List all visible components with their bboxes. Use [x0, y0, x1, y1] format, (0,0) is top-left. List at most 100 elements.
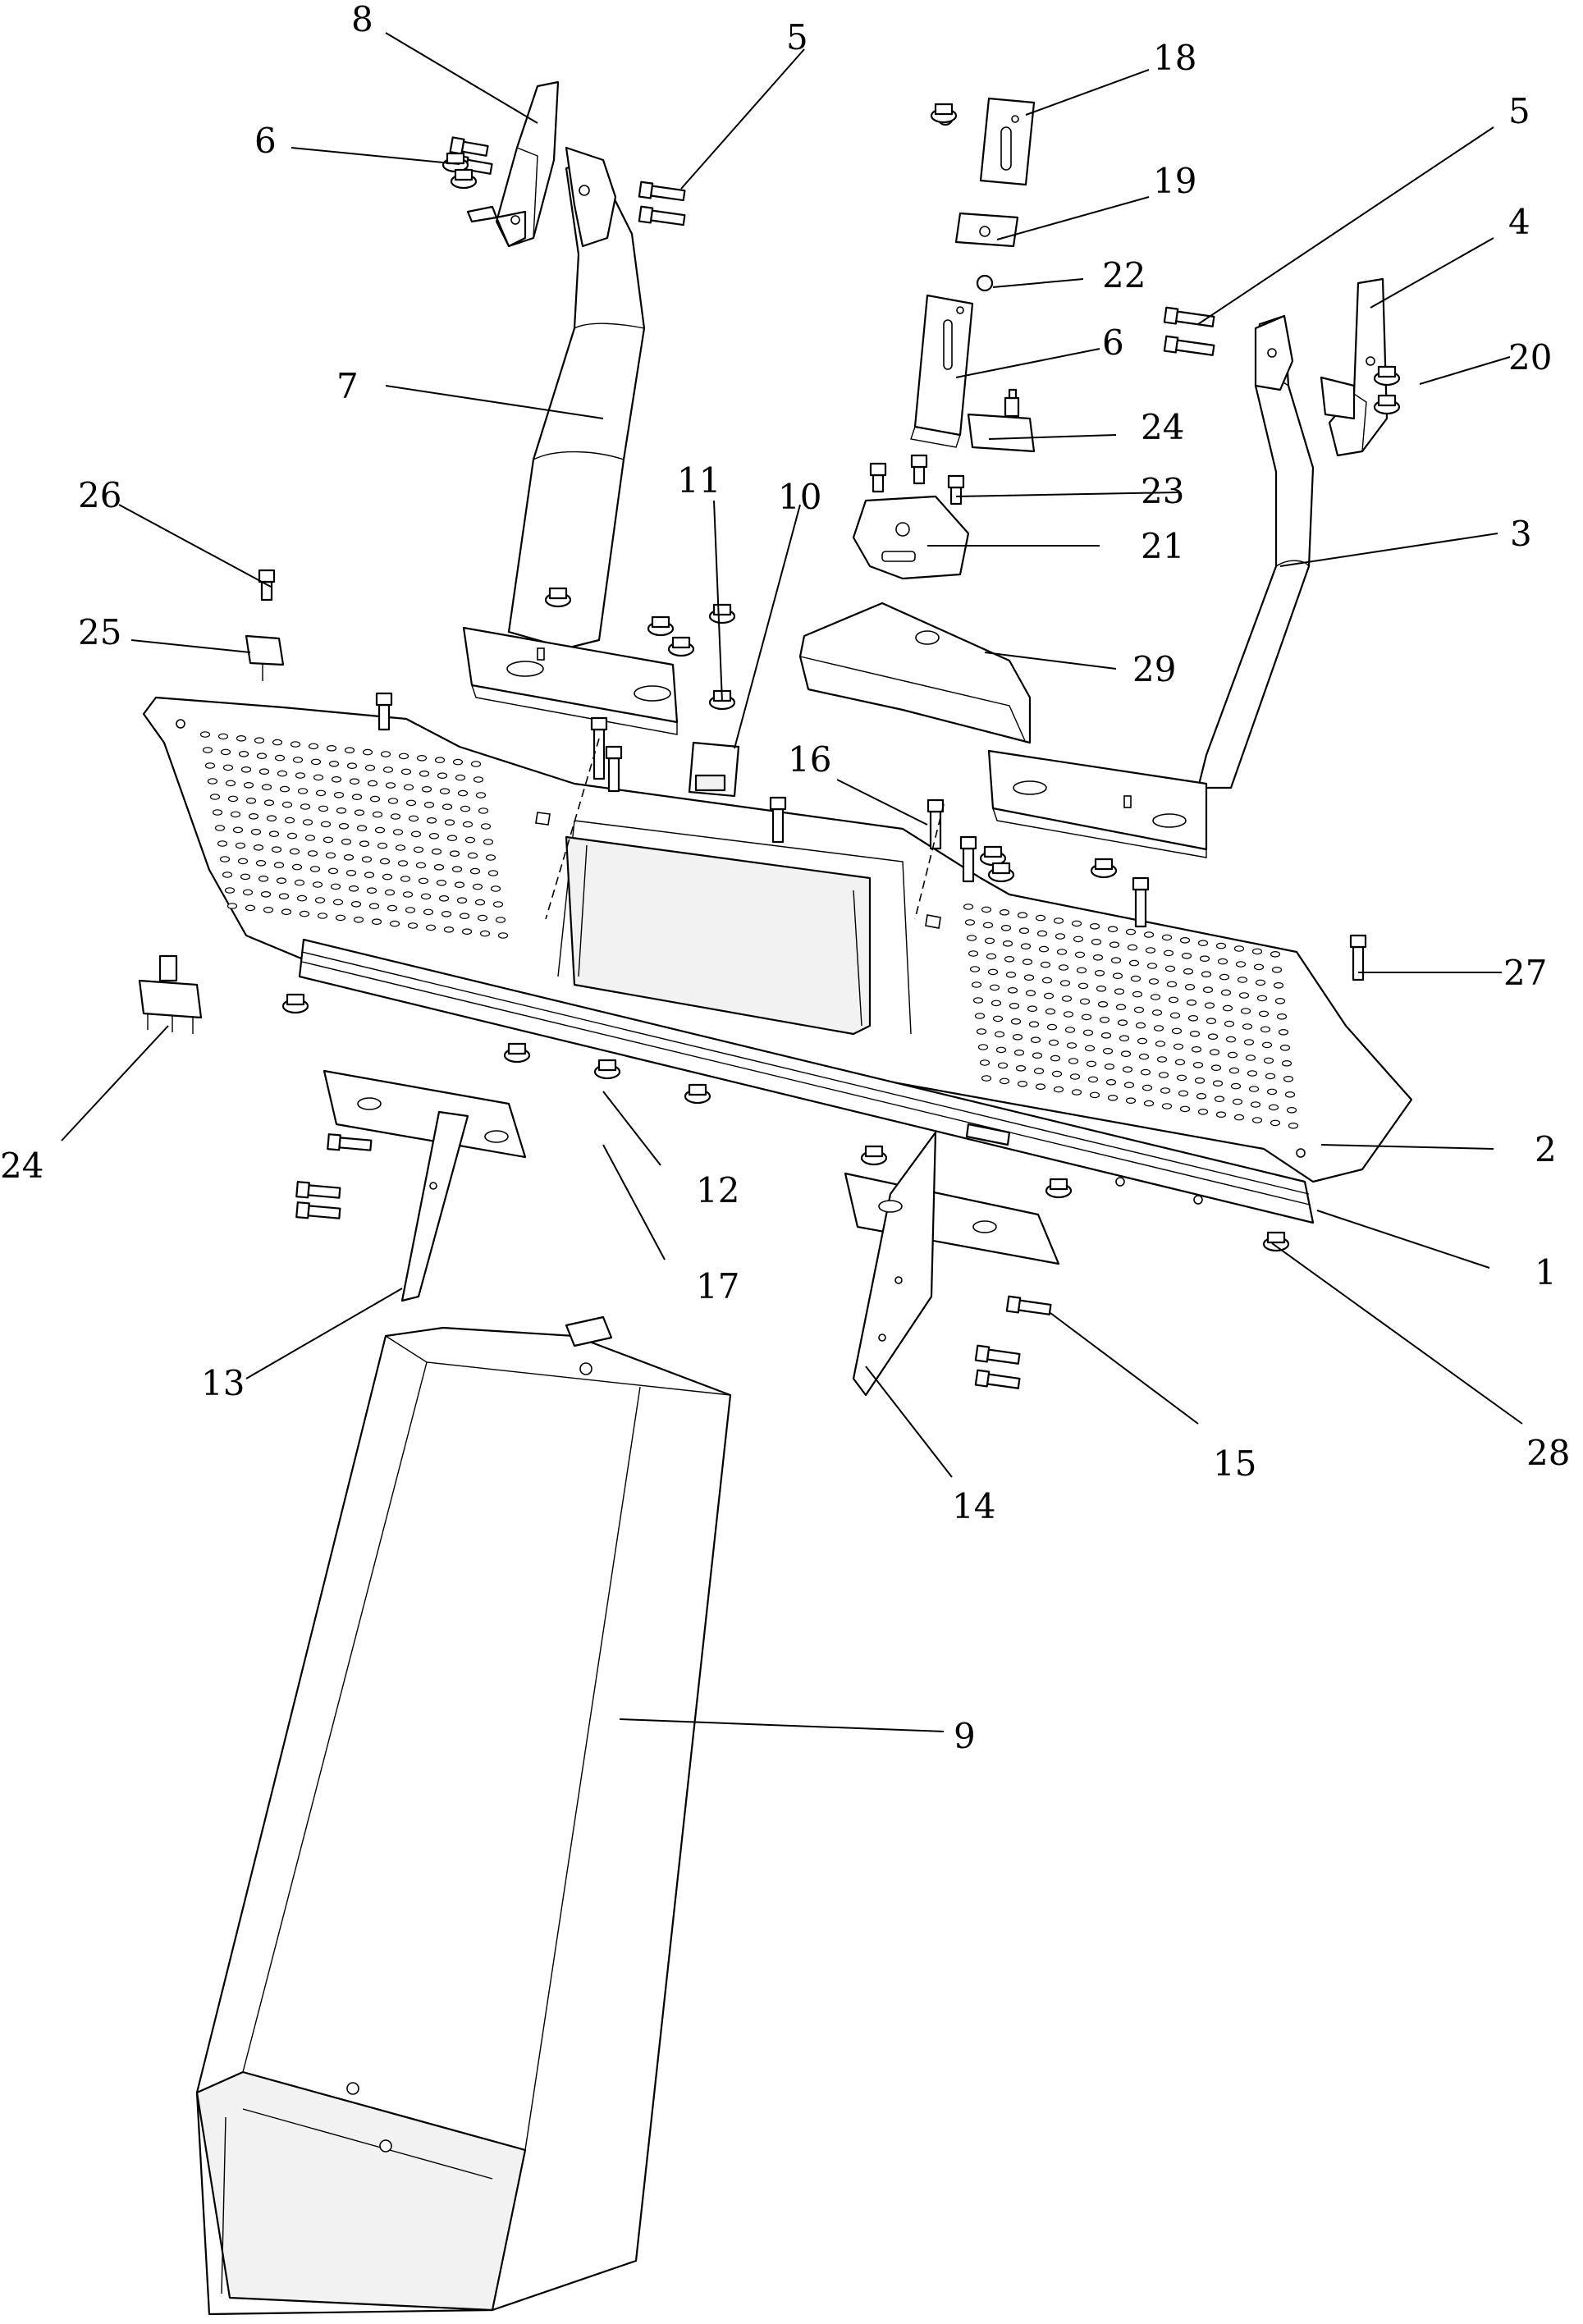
perforation-hole: [307, 850, 318, 857]
perforation-hole: [300, 803, 311, 810]
callout-27: 27: [1503, 953, 1547, 993]
callout-5: 5: [786, 17, 808, 57]
perforation-hole: [314, 897, 326, 904]
perforation-hole: [1232, 1098, 1243, 1105]
perforation-hole: [250, 828, 262, 835]
callout-9: 9: [954, 1716, 976, 1756]
perforation-hole: [1215, 942, 1227, 949]
perforation-hole: [209, 794, 221, 800]
callout-19: 19: [1153, 161, 1196, 201]
top-slide-plate: [979, 97, 1036, 186]
perforation-hole: [1092, 954, 1104, 961]
perforation-hole: [454, 881, 465, 889]
perforation-hole: [1212, 1080, 1224, 1087]
flange-nut: [1045, 1178, 1073, 1199]
perforation-hole: [299, 910, 310, 917]
perforation-hole: [1222, 1004, 1233, 1012]
bolt: [375, 692, 393, 731]
callout-3: 3: [1510, 514, 1532, 554]
perforation-hole: [1033, 1068, 1045, 1075]
left-leg-bracket: [323, 1069, 527, 1302]
perforation-hole: [492, 901, 504, 908]
perforation-hole: [1028, 1021, 1040, 1028]
perforation-hole: [281, 908, 292, 916]
callout-25: 25: [78, 612, 121, 652]
bolt: [869, 462, 887, 493]
perforation-hole: [1064, 1027, 1076, 1033]
perforation-hole: [1186, 1000, 1197, 1006]
perforation-hole: [274, 754, 286, 762]
perforation-hole: [999, 909, 1010, 916]
perforation-hole: [359, 840, 370, 848]
perforation-hole: [1068, 1058, 1079, 1064]
bolt: [769, 796, 787, 844]
perforation-hole: [350, 901, 362, 908]
perforation-hole: [1248, 1086, 1260, 1092]
perforation-hole: [279, 785, 291, 793]
bolt: [638, 181, 686, 202]
perforation-hole: [296, 894, 308, 902]
perforation-hole: [474, 899, 486, 906]
perforation-hole: [263, 907, 274, 913]
clip-part: [954, 212, 1019, 248]
perforation-hole: [1020, 943, 1032, 950]
callout-7: 7: [336, 366, 359, 406]
flange-nut: [684, 1083, 711, 1105]
flange-nut: [1090, 858, 1118, 879]
perforation-hole: [1013, 1050, 1025, 1056]
perforation-hole: [1219, 973, 1230, 981]
perforation-hole: [1163, 949, 1174, 957]
perforation-hole: [1166, 981, 1178, 988]
perforation-hole: [485, 854, 496, 861]
perforation-hole: [1250, 1101, 1261, 1108]
perforation-hole: [1079, 998, 1091, 1005]
perforation-hole: [277, 770, 288, 777]
perforation-hole: [243, 781, 254, 789]
bolt: [1163, 306, 1215, 327]
perforation-hole: [1119, 1035, 1130, 1042]
perforation-hole: [237, 858, 249, 865]
perforation-hole: [469, 867, 481, 875]
perforation-hole: [1061, 995, 1073, 1002]
perforation-hole: [1268, 1104, 1279, 1111]
perforation-hole: [204, 762, 216, 769]
perforation-hole: [423, 801, 435, 808]
perforation-hole: [1087, 1076, 1099, 1083]
flange-nut: [503, 1042, 531, 1064]
perforation-hole: [369, 795, 381, 803]
perforation-hole: [207, 778, 218, 785]
perforation-hole: [452, 758, 464, 766]
perforation-hole: [1189, 1031, 1201, 1037]
perforation-hole: [460, 805, 471, 812]
perforation-hole: [1260, 1026, 1271, 1033]
perforation-hole: [1235, 961, 1247, 968]
perforation-hole: [415, 862, 427, 869]
perforation-hole: [245, 797, 257, 804]
callout-10: 10: [778, 477, 821, 517]
callout-28: 28: [1526, 1433, 1570, 1473]
perforation-hole: [258, 876, 269, 882]
perforation-hole: [1102, 1048, 1114, 1054]
flange-nut: [708, 689, 736, 711]
perforation-hole: [964, 919, 976, 926]
callout-1: 1: [1535, 1252, 1557, 1292]
callout-15: 15: [1213, 1443, 1256, 1484]
perforation-hole: [461, 928, 473, 936]
perforation-hole: [1174, 1059, 1186, 1066]
perforation-hole: [1089, 1091, 1100, 1099]
perforation-hole: [1161, 1103, 1173, 1109]
perforation-hole: [1225, 1036, 1237, 1043]
cover-hood: [798, 602, 1032, 744]
callout-24: 24: [0, 1146, 43, 1186]
perforation-hole: [1076, 967, 1087, 974]
perforation-hole: [1240, 1008, 1251, 1014]
perforation-hole: [1091, 939, 1102, 945]
bolt: [974, 1344, 1021, 1365]
perforation-hole: [1243, 1039, 1255, 1045]
perforation-hole: [261, 784, 272, 791]
perforation-hole: [1266, 1088, 1278, 1096]
perforation-hole: [1114, 988, 1125, 995]
perforation-hole: [1202, 986, 1214, 994]
perforation-hole: [434, 757, 446, 764]
switch-lower: [138, 954, 203, 1034]
